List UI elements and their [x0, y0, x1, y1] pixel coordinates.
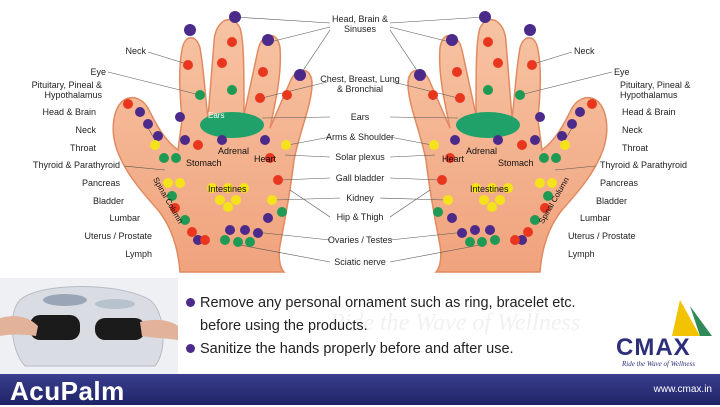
- label-thyroid-right: Thyroid & Parathyroid: [600, 160, 688, 170]
- massager-device-image: [0, 278, 178, 374]
- bullet-icon: [186, 297, 195, 307]
- instruction-2-text: Sanitize the hands properly before and a…: [200, 341, 514, 357]
- label-head-brain-right: Head & Brain: [622, 107, 676, 117]
- label-neck2-right: Neck: [622, 125, 643, 135]
- label-sciatic: Sciatic nerve: [334, 257, 386, 267]
- label-hip-thigh: Hip & Thigh: [336, 212, 384, 222]
- label-head-brain-left: Head & Brain: [42, 107, 96, 117]
- label-neck-left: Neck: [125, 46, 146, 56]
- label-neck2-left: Neck: [75, 125, 96, 135]
- bullet-icon: [186, 343, 195, 353]
- left-heart-label: Heart: [254, 154, 277, 164]
- label-head-brain-sinuses: Head, Brain & Sinuses: [331, 14, 389, 34]
- left-intestines-label: Intestines: [208, 184, 247, 194]
- label-bladder-left: Bladder: [92, 196, 124, 206]
- footer-bar: [0, 374, 720, 405]
- label-uterus-left: Uterus / Prostate: [84, 231, 152, 241]
- instruction-1: Remove any personal ornament such as rin…: [186, 295, 576, 311]
- label-uterus-right: Uterus / Prostate: [568, 231, 636, 241]
- instruction-1b: before using the products.: [200, 318, 368, 334]
- label-lymph-left: Lymph: [125, 249, 152, 259]
- left-ears-area-label: Ears: [208, 111, 224, 120]
- leader-lines: [107, 16, 613, 263]
- cmax-sail-logo: [672, 300, 712, 336]
- label-solar-plexus: Solar plexus: [335, 152, 385, 162]
- right-hand-points: [414, 11, 597, 247]
- watermark: Ride the Wave of Wellness: [330, 310, 581, 336]
- label-lymph-right: Lymph: [568, 249, 595, 259]
- label-lumbar-left: Lumbar: [109, 213, 140, 223]
- label-lumbar-right: Lumbar: [580, 213, 611, 223]
- label-pituitary-right: Pituitary, Pineal & Hypothalamus: [620, 80, 691, 100]
- label-bladder-right: Bladder: [596, 196, 628, 206]
- product-name: AcuPalm: [10, 376, 125, 406]
- left-hand-points: [123, 11, 306, 247]
- label-eye-left: Eye: [90, 67, 106, 77]
- label-pituitary-left: Pituitary, Pineal & Hypothalamus: [31, 80, 102, 100]
- left-hand: Ears: [112, 18, 313, 273]
- cmax-tagline: Ride the Wave of Wellness: [622, 360, 695, 368]
- instruction-1-text: Remove any personal ornament such as rin…: [200, 295, 576, 311]
- right-stomach-label: Stomach: [498, 158, 534, 168]
- cmax-logo-text: CMAX: [616, 334, 691, 361]
- right-intestines-label: Intestines: [470, 184, 509, 194]
- label-throat-right: Throat: [622, 143, 649, 153]
- website-link[interactable]: www.cmax.in: [653, 384, 712, 395]
- label-throat-left: Throat: [69, 143, 96, 153]
- label-neck-right: Neck: [574, 46, 595, 56]
- left-stomach-label: Stomach: [186, 158, 222, 168]
- left-adrenal-label: Adrenal: [218, 146, 250, 156]
- instruction-1b-text: before using the products.: [200, 318, 368, 334]
- right-heart-label: Heart: [442, 154, 465, 164]
- right-adrenal-label: Adrenal: [466, 146, 498, 156]
- label-pancreas-left: Pancreas: [81, 178, 120, 188]
- right-hand: [407, 18, 608, 273]
- label-kidney: Kidney: [346, 193, 374, 203]
- label-arms-shoulder: Arms & Shoulder: [325, 132, 395, 142]
- label-gall-bladder: Gall bladder: [335, 173, 385, 183]
- instruction-2: Sanitize the hands properly before and a…: [186, 341, 514, 357]
- label-pancreas-right: Pancreas: [600, 178, 639, 188]
- label-chest: Chest, Breast, Lung & Bronchial: [320, 74, 400, 94]
- label-ovaries: Ovaries / Testes: [327, 235, 393, 245]
- label-eye-right: Eye: [614, 67, 630, 77]
- label-thyroid-left: Thyroid & Parathyroid: [32, 160, 120, 170]
- label-ears: Ears: [350, 112, 370, 122]
